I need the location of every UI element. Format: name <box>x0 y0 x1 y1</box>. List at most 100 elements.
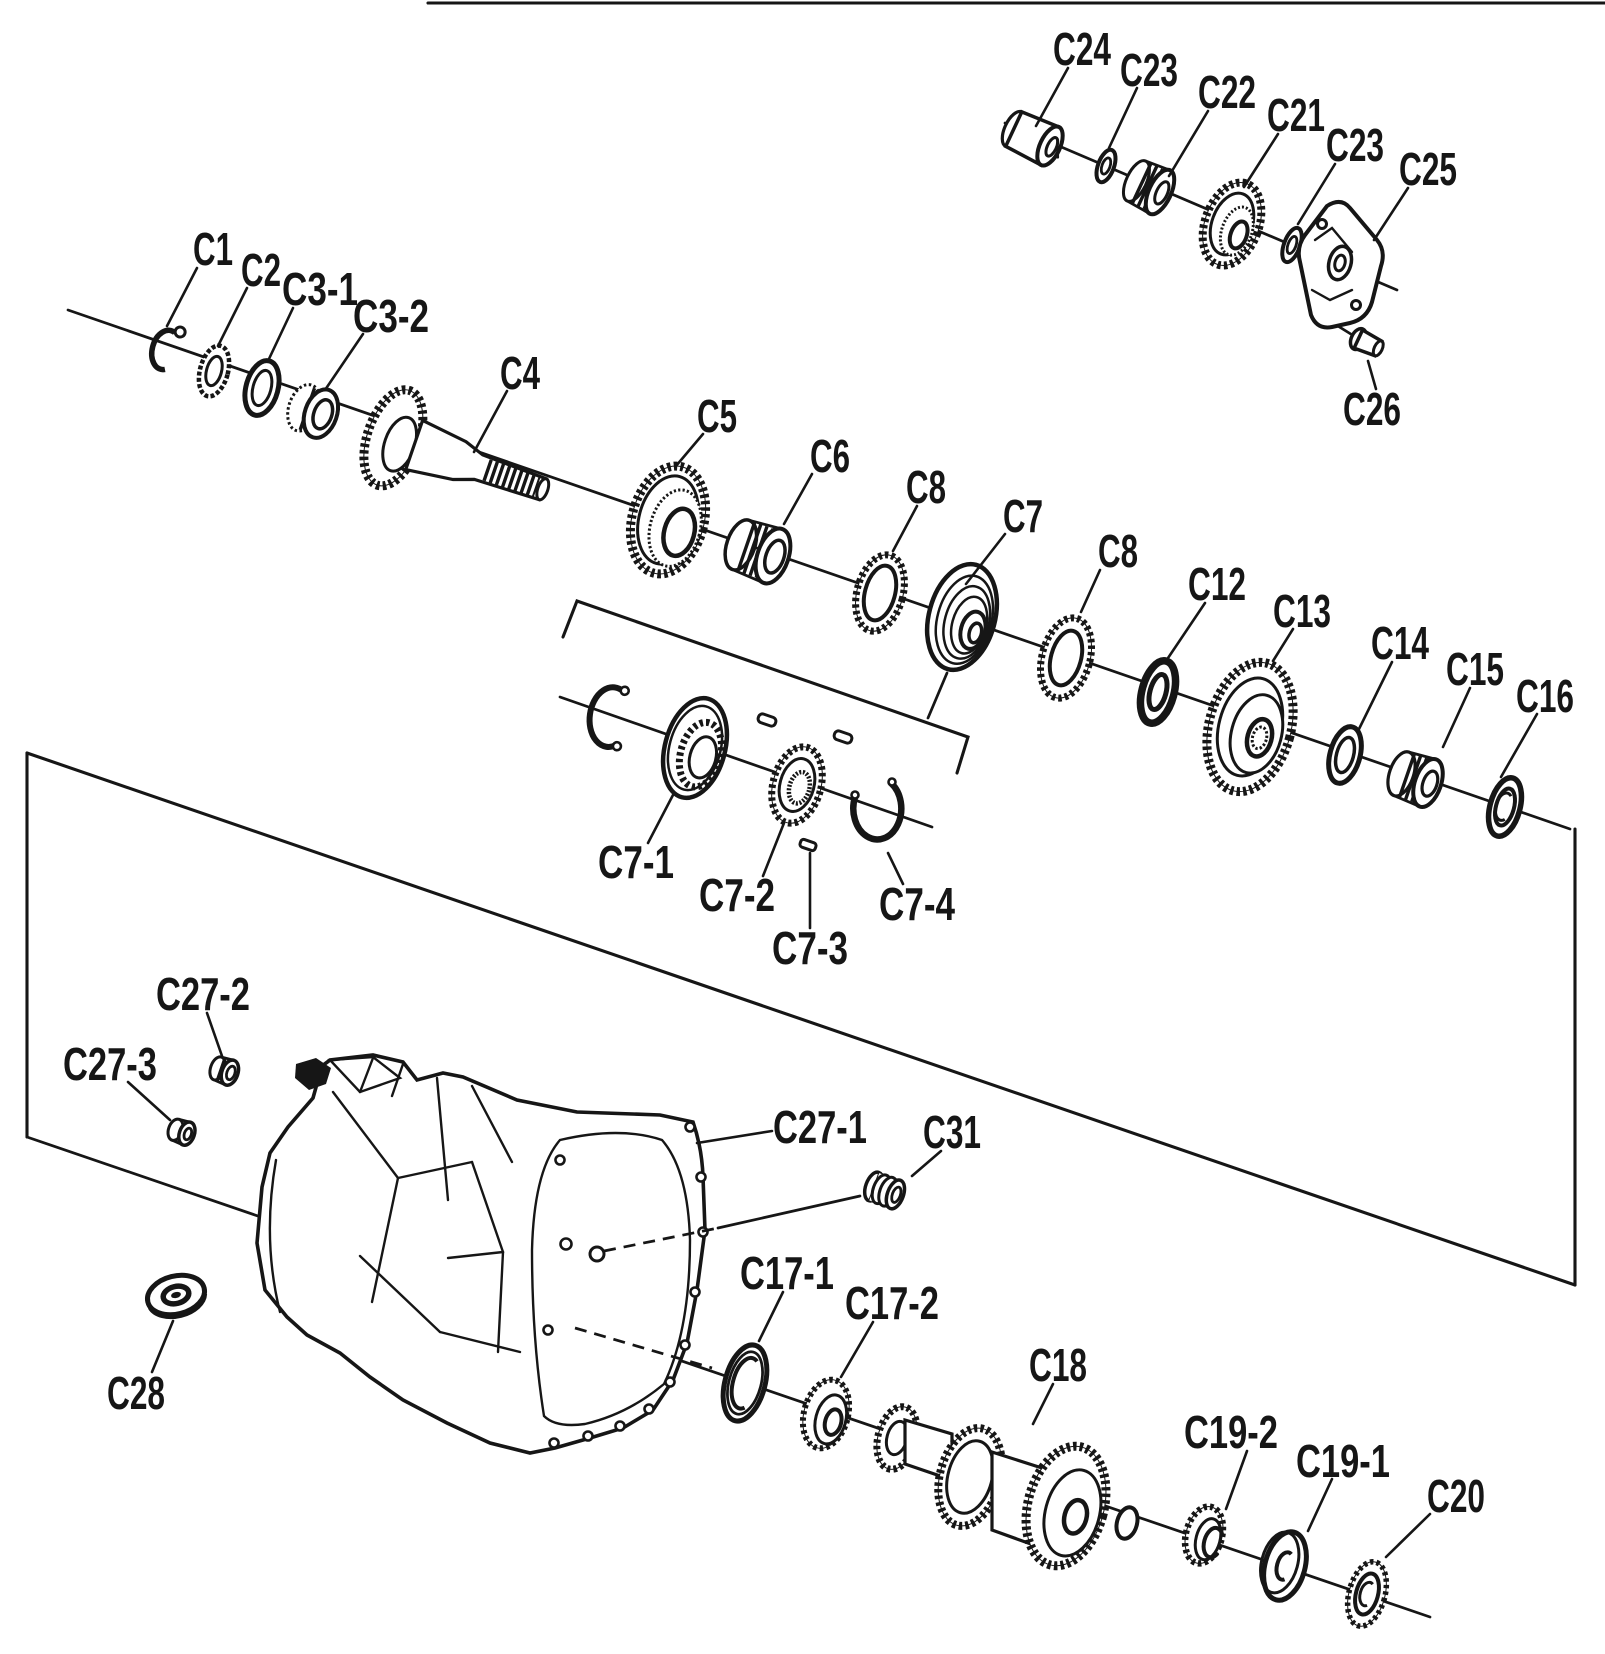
leader-line <box>782 472 814 526</box>
callout-c23-19: C23 <box>1296 119 1384 226</box>
callout-c6-6: C6 <box>782 430 850 526</box>
callout-c22-17: C22 <box>1167 66 1256 178</box>
ring-c16-drawing <box>1485 775 1525 839</box>
gear-c7-drawing <box>924 561 1000 673</box>
part-label: C18 <box>1029 1339 1087 1391</box>
part-label: C26 <box>1343 383 1401 435</box>
part-label: C7-3 <box>772 922 848 974</box>
leader-line <box>910 1149 943 1178</box>
clip-c1-drawing <box>149 325 187 373</box>
part-label: C25 <box>1399 143 1457 195</box>
part-label: C12 <box>1188 558 1246 610</box>
part-label: C27-1 <box>773 1101 867 1153</box>
leader-line <box>1034 66 1070 128</box>
blocker-ring-c8a-drawing <box>852 551 908 635</box>
part-label: C19-2 <box>1184 1406 1278 1458</box>
gear-to-bracket-line <box>926 671 949 720</box>
leader-line <box>964 532 1007 586</box>
part-label: C22 <box>1198 66 1256 118</box>
callout-c3-2-3: C3-2 <box>323 290 429 392</box>
part-label: C7 <box>1003 490 1043 542</box>
leader-line <box>1366 359 1378 391</box>
callout-c23-16: C23 <box>1107 44 1178 150</box>
part-label: C20 <box>1427 1470 1485 1522</box>
callout-c4-4: C4 <box>472 347 540 454</box>
callout-c19-2-34: C19-2 <box>1184 1406 1278 1511</box>
leader-line <box>216 286 249 348</box>
ring-c12-drawing <box>1136 657 1180 727</box>
part-label: C23 <box>1120 44 1178 96</box>
part-label: C28 <box>107 1367 165 1419</box>
part-label: C4 <box>500 347 540 399</box>
bolt-c26-drawing <box>1348 326 1385 358</box>
leader-line <box>1031 1382 1055 1426</box>
leader-line <box>126 1080 172 1122</box>
part-label: C7-4 <box>879 878 955 930</box>
leader-line <box>266 306 295 363</box>
leader-line <box>1224 1449 1249 1511</box>
plug-hole <box>588 1245 606 1263</box>
plug-c31-drawing <box>862 1170 907 1211</box>
part-label: C3-2 <box>353 290 429 342</box>
input-shaft-c4-drawing <box>359 385 551 502</box>
leader-line <box>695 1129 774 1145</box>
snap-ring-c3-1-drawing <box>242 358 282 418</box>
leader-line <box>1357 660 1394 731</box>
bearing-c17-2-drawing <box>799 1376 853 1452</box>
callout-c26-21: C26 <box>1343 359 1401 435</box>
leader-line <box>1499 712 1539 779</box>
gear-c22-drawing <box>1121 159 1177 217</box>
ring-c17-1-drawing <box>720 1342 770 1424</box>
leader-line <box>472 389 509 454</box>
callout-c13-11: C13 <box>1271 585 1331 663</box>
sleeve-c24-drawing <box>1000 109 1065 168</box>
synchro-ring-c7-1-drawing <box>660 695 730 801</box>
leader-line <box>674 432 705 468</box>
leader-line <box>1242 132 1280 189</box>
blocker-ring-c8b-drawing <box>1037 614 1095 702</box>
leader-line <box>205 1011 224 1058</box>
part-label: C31 <box>923 1106 981 1158</box>
part-label: C24 <box>1053 23 1111 75</box>
subassembly-bracket <box>561 599 970 775</box>
part-label: C27-2 <box>156 968 250 1020</box>
callout-c7-1-22: C7-1 <box>598 793 675 888</box>
case-ribs <box>268 1055 522 1354</box>
part-label: C13 <box>1273 585 1331 637</box>
leader-line <box>1167 109 1210 178</box>
callout-c18-33: C18 <box>1029 1339 1087 1426</box>
leader-line <box>1164 601 1207 663</box>
part-label: C19-1 <box>1296 1435 1390 1487</box>
callout-c7-8: C7 <box>964 490 1043 586</box>
part-label: C23 <box>1326 119 1384 171</box>
callout-c17-2-32: C17-2 <box>839 1277 939 1379</box>
synchro-key-c7-3-drawing <box>798 837 818 853</box>
leader-line <box>165 266 199 328</box>
callout-c8-7: C8 <box>891 461 946 553</box>
callout-c28-30: C28 <box>107 1319 175 1419</box>
part-label: C2 <box>241 244 281 296</box>
leader-line <box>1271 627 1295 663</box>
callout-c3-1-2: C3-1 <box>266 263 358 363</box>
gear-c19-2-drawing <box>1181 1503 1227 1567</box>
seal-c20-drawing <box>1344 1559 1390 1629</box>
needle-bearing-c15-drawing <box>1386 750 1445 810</box>
synchro-key-pin-b-drawing <box>832 729 854 745</box>
part-label: C3-1 <box>282 263 358 315</box>
part-label: C17-2 <box>845 1277 939 1329</box>
part-label: C27-3 <box>63 1038 157 1090</box>
plug-c31-lines <box>603 1194 862 1253</box>
leader-line <box>150 1319 175 1374</box>
callout-c31-29: C31 <box>910 1106 981 1178</box>
bearing-c3-2-drawing <box>286 383 341 440</box>
callout-c16-14: C16 <box>1499 670 1574 779</box>
part-label: C16 <box>1516 670 1574 722</box>
spring-ring-c7-4-drawing <box>850 777 905 843</box>
ring-c14-drawing <box>1326 724 1364 786</box>
callout-c5-5: C5 <box>674 390 737 468</box>
callout-c25-20: C25 <box>1372 143 1457 242</box>
part-label: C7-1 <box>598 836 674 888</box>
bushing-c27-3-drawing <box>166 1117 197 1148</box>
synchro-subassembly-axis-line <box>558 695 934 829</box>
